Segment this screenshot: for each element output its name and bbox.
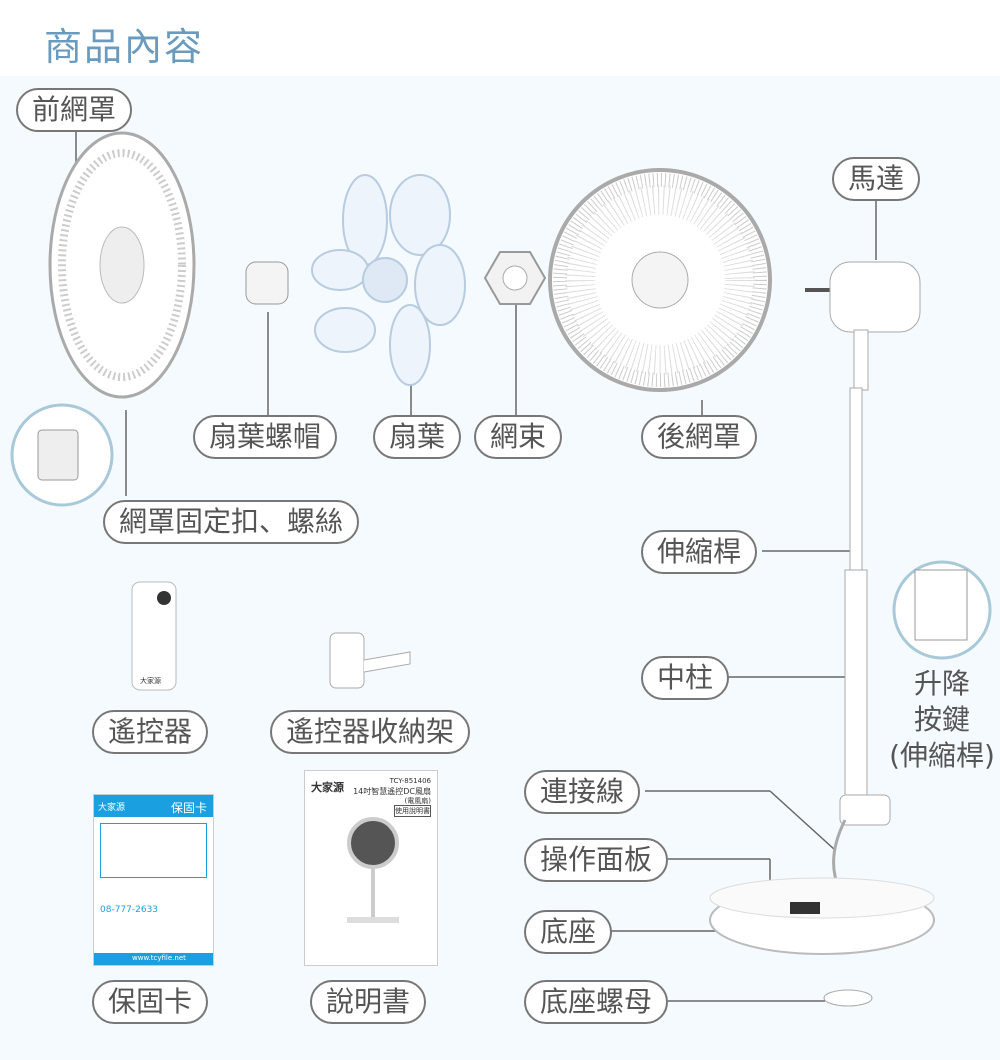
lift-line-3: (伸縮桿) bbox=[889, 739, 995, 772]
blade-art bbox=[311, 174, 466, 386]
label-telescopic-rod: 伸縮桿 bbox=[641, 530, 758, 574]
remote-art bbox=[131, 581, 177, 691]
manual-sub: (電風扇) bbox=[404, 797, 431, 805]
page-title: 商品內容 bbox=[44, 25, 205, 69]
fan-stand-art bbox=[709, 261, 935, 955]
warranty-title: 保固卡 bbox=[170, 801, 207, 815]
manual-doc: 使用說明書 bbox=[394, 805, 431, 817]
warranty-brand: 大家源 bbox=[98, 803, 126, 813]
label-grill-clip: 網罩固定扣、螺絲 bbox=[103, 500, 360, 544]
rear-grill-art bbox=[548, 168, 772, 392]
label-base-nut: 底座螺母 bbox=[524, 980, 669, 1024]
label-cable: 連接線 bbox=[524, 770, 641, 814]
lift-line-2: 按鍵 bbox=[913, 703, 970, 736]
clip-closeup-art bbox=[10, 403, 114, 507]
label-base: 底座 bbox=[524, 910, 613, 954]
warranty-hotline: 08-777-2633 bbox=[100, 905, 159, 915]
remote-brand: 大家源 bbox=[140, 677, 161, 685]
lift-line-1: 升降 bbox=[913, 667, 970, 700]
label-blade-cap: 扇葉螺帽 bbox=[193, 415, 338, 459]
label-rear-grill: 後網罩 bbox=[641, 415, 758, 459]
front-grill-art bbox=[48, 131, 196, 399]
leader-lines bbox=[75, 130, 877, 1002]
label-center-pole: 中柱 bbox=[641, 656, 730, 700]
label-control-panel: 操作面板 bbox=[524, 838, 669, 882]
manual-cover: 大家源 TCY-851406 14吋智慧遙控DC風扇 (電風扇) 使用說明書 bbox=[304, 770, 438, 966]
grill-ring-art bbox=[483, 251, 547, 305]
label-grill-ring: 網束 bbox=[474, 415, 563, 459]
lift-button-closeup-art bbox=[892, 560, 992, 660]
label-blade: 扇葉 bbox=[373, 415, 462, 459]
blade-cap-art bbox=[245, 261, 289, 305]
label-warranty: 保固卡 bbox=[92, 980, 209, 1024]
label-remote: 遙控器 bbox=[92, 710, 209, 754]
manual-model: TCY-851406 bbox=[389, 777, 431, 785]
label-front-grill: 前網罩 bbox=[16, 88, 133, 132]
label-lift-button: 升降 按鍵 (伸縮桿) bbox=[884, 666, 1000, 774]
base-nut-art bbox=[823, 989, 873, 1007]
label-manual: 說明書 bbox=[310, 980, 427, 1024]
remote-holder-art bbox=[329, 632, 411, 689]
warranty-website: www.tcyfile.net bbox=[132, 954, 186, 962]
manual-brand: 大家源 bbox=[311, 781, 344, 794]
label-remote-holder: 遙控器收納架 bbox=[270, 710, 471, 754]
label-motor: 馬達 bbox=[832, 157, 921, 201]
manual-product: 14吋智慧遙控DC風扇 bbox=[353, 787, 431, 796]
warranty-card: 大家源 保固卡 08-777-2633 www.tcyfile.net bbox=[93, 794, 214, 966]
